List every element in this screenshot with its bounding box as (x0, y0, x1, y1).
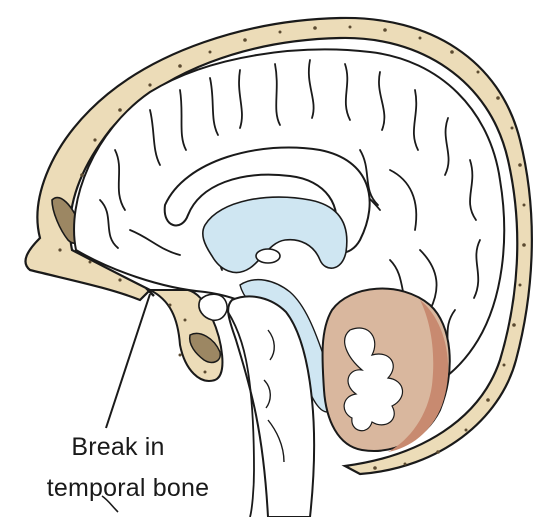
leader-line (106, 294, 150, 428)
break-label-line-1: Break in (0, 433, 248, 462)
cerebellum (322, 289, 449, 452)
break-label-line-2: temporal bone (0, 474, 258, 503)
